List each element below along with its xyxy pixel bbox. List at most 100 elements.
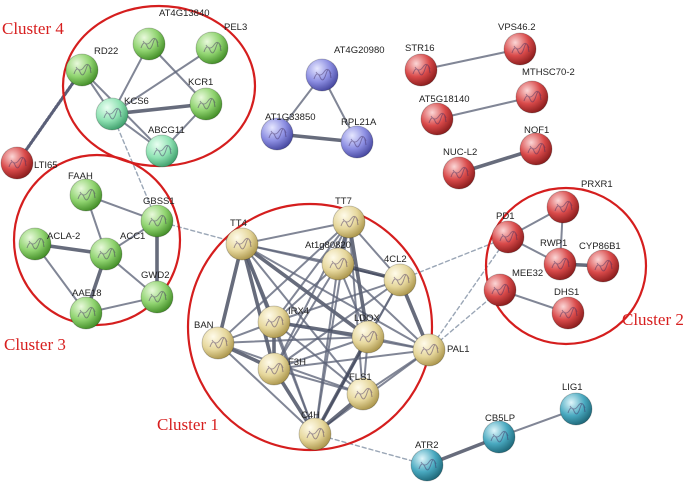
node-MEE32[interactable]: MEE32: [483, 268, 543, 307]
cluster-label-2: Cluster 2: [622, 310, 684, 329]
node-sphere[interactable]: [503, 32, 537, 66]
node-sphere[interactable]: [546, 190, 580, 224]
node-NOF1[interactable]: NOF1: [519, 125, 553, 166]
node-sphere[interactable]: [586, 249, 620, 283]
node-sphere[interactable]: [65, 53, 99, 87]
node-ACC1[interactable]: ACC1: [89, 231, 145, 271]
node-label: DHS1: [554, 287, 579, 298]
node-sphere[interactable]: [140, 280, 174, 314]
node-sphere[interactable]: [321, 247, 355, 281]
node-CYP86B1[interactable]: CYP86B1: [579, 241, 621, 283]
node-sphere[interactable]: [483, 273, 517, 307]
protein-structure-icon: [499, 230, 518, 243]
node-IRX4[interactable]: IRX4: [257, 305, 309, 339]
node-LDOX[interactable]: LDOX: [351, 313, 385, 354]
node-ACLA-2[interactable]: ACLA-2: [18, 227, 80, 261]
node-label: IRX4: [288, 306, 309, 317]
node-sphere[interactable]: [95, 97, 129, 131]
node-sphere[interactable]: [515, 80, 549, 114]
node-sphere[interactable]: [412, 333, 446, 367]
node-AAE18[interactable]: AAE18: [69, 288, 103, 330]
edge-RD22-LTI65: [15, 68, 84, 165]
node-ATR2[interactable]: ATR2: [410, 440, 444, 482]
node-sphere[interactable]: [189, 87, 223, 121]
node-LTI65[interactable]: LTI65: [0, 146, 58, 180]
node-label: LDOX: [354, 313, 381, 324]
node-sphere[interactable]: [383, 263, 417, 297]
node-sphere[interactable]: [257, 352, 291, 386]
node-At1g80820[interactable]: At1g80820: [305, 240, 355, 281]
node-sphere[interactable]: [201, 326, 235, 360]
node-sphere[interactable]: [89, 237, 123, 271]
node-sphere[interactable]: [420, 102, 454, 136]
node-sphere[interactable]: [145, 134, 179, 168]
node-KCS6[interactable]: KCS6: [95, 96, 149, 131]
node-F3H[interactable]: F3H: [257, 352, 306, 386]
node-sphere[interactable]: [195, 31, 229, 65]
node-label: RWP1: [540, 238, 567, 249]
node-RWP1[interactable]: RWP1: [540, 238, 577, 281]
node-TT4[interactable]: TT4: [225, 218, 259, 261]
node-label: TT7: [335, 196, 352, 207]
node-sphere[interactable]: [69, 296, 103, 330]
node-label: CB5LP: [485, 413, 515, 424]
node-sphere[interactable]: [260, 117, 294, 151]
node-GBSS1[interactable]: GBSS1: [140, 196, 175, 238]
node-sphere[interactable]: [305, 58, 339, 92]
node-sphere[interactable]: [551, 296, 585, 330]
node-GWD2[interactable]: GWD2: [140, 270, 174, 314]
node-sphere[interactable]: [69, 178, 103, 212]
node-label: At1g80820: [305, 240, 351, 251]
node-PEL3[interactable]: PEL3: [195, 22, 247, 65]
node-sphere[interactable]: [332, 205, 366, 239]
node-sphere[interactable]: [482, 420, 516, 454]
node-AT4G13840[interactable]: AT4G13840: [132, 8, 210, 61]
node-sphere[interactable]: [559, 392, 593, 426]
node-sphere[interactable]: [140, 204, 174, 238]
node-sphere[interactable]: [257, 305, 291, 339]
node-label: AT1G33850: [265, 112, 316, 123]
node-VPS46.2[interactable]: VPS46.2: [498, 22, 537, 66]
node-label: BAN: [194, 320, 214, 331]
node-RPL21A[interactable]: RPL21A: [340, 117, 377, 159]
node-DHS1[interactable]: DHS1: [551, 287, 585, 330]
node-AT4G20980[interactable]: AT4G20980: [305, 45, 385, 92]
node-STR16[interactable]: STR16: [404, 43, 438, 87]
node-label: MTHSC70-2: [522, 67, 575, 78]
protein-structure-icon: [329, 257, 348, 270]
node-AT5G18140[interactable]: AT5G18140: [419, 94, 470, 136]
node-4CL2[interactable]: 4CL2: [383, 254, 417, 297]
edge-TT4-LDOX: [240, 242, 370, 339]
node-CB5LP[interactable]: CB5LP: [482, 413, 516, 454]
node-NUC-L2[interactable]: NUC-L2: [442, 147, 477, 190]
node-sphere[interactable]: [340, 125, 374, 159]
node-PD1[interactable]: PD1: [491, 211, 525, 254]
node-BAN[interactable]: BAN: [194, 320, 235, 360]
node-PRXR1[interactable]: PRXR1: [546, 179, 613, 224]
node-sphere[interactable]: [132, 27, 166, 61]
node-sphere[interactable]: [0, 146, 34, 180]
node-PAL1[interactable]: PAL1: [412, 333, 470, 367]
node-sphere[interactable]: [404, 53, 438, 87]
node-LIG1[interactable]: LIG1: [559, 382, 593, 426]
node-C4H[interactable]: C4H: [298, 410, 332, 451]
node-RD22[interactable]: RD22: [65, 46, 118, 87]
node-sphere[interactable]: [298, 417, 332, 451]
node-sphere[interactable]: [351, 320, 385, 354]
node-FAAH[interactable]: FAAH: [68, 171, 103, 212]
node-sphere[interactable]: [410, 448, 444, 482]
node-TT7[interactable]: TT7: [332, 196, 366, 239]
node-AT1G33850[interactable]: AT1G33850: [260, 112, 316, 151]
node-KCR1[interactable]: KCR1: [188, 77, 223, 121]
node-sphere[interactable]: [346, 377, 380, 411]
node-ABCG11[interactable]: ABCG11: [145, 125, 185, 168]
node-sphere[interactable]: [225, 227, 259, 261]
node-label: KCS6: [124, 96, 149, 107]
node-MTHSC70-2[interactable]: MTHSC70-2: [515, 67, 575, 114]
node-sphere[interactable]: [18, 227, 52, 261]
node-sphere[interactable]: [543, 247, 577, 281]
node-sphere[interactable]: [442, 156, 476, 190]
node-FLS1[interactable]: FLS1: [346, 372, 380, 411]
node-sphere[interactable]: [519, 132, 553, 166]
node-sphere[interactable]: [491, 220, 525, 254]
